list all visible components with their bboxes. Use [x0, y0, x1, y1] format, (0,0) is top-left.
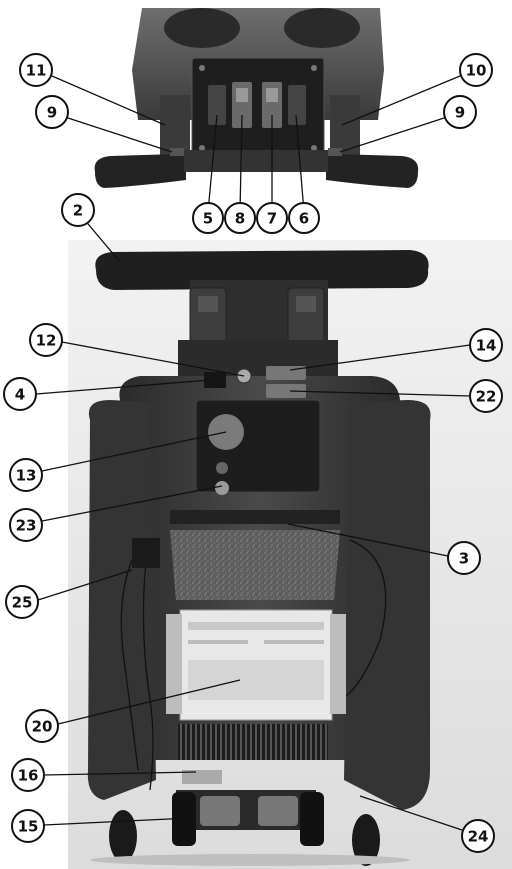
- callout-14: 14: [469, 328, 503, 362]
- callout-9-right: 9: [443, 95, 477, 129]
- svg-text:9: 9: [47, 104, 57, 122]
- callout-4: 4: [3, 377, 37, 411]
- callout-23: 23: [9, 508, 43, 542]
- rear-wheel-left: [172, 792, 196, 846]
- switch-6: [288, 85, 306, 125]
- callout-8: 8: [224, 202, 256, 234]
- svg-text:6: 6: [299, 210, 309, 228]
- svg-text:9: 9: [455, 104, 465, 122]
- outer-wheel-right: [352, 814, 380, 866]
- right-side-tank: [344, 400, 431, 810]
- cup-holder-right: [284, 8, 360, 48]
- svg-text:4: 4: [15, 386, 25, 404]
- svg-text:14: 14: [476, 337, 497, 355]
- svg-text:16: 16: [18, 767, 39, 785]
- callout-13: 13: [9, 458, 43, 492]
- left-handle-grip: [94, 154, 186, 188]
- svg-text:8: 8: [235, 210, 245, 228]
- electrical-panel: [195, 399, 321, 493]
- svg-text:3: 3: [459, 550, 469, 568]
- svg-text:2: 2: [73, 202, 83, 220]
- callout-2: 2: [61, 193, 95, 227]
- callout-3: 3: [447, 541, 481, 575]
- svg-text:5: 5: [203, 210, 213, 228]
- callout-25: 25: [5, 585, 39, 619]
- callout-24: 24: [461, 819, 495, 853]
- cup-holder-left: [164, 8, 240, 48]
- callout-6: 6: [288, 202, 320, 234]
- switch-5: [208, 85, 226, 125]
- callout-15: 15: [11, 809, 45, 843]
- rear-wheel-right: [300, 792, 324, 846]
- callout-10: 10: [459, 53, 493, 87]
- callout-9-left: 9: [35, 95, 69, 129]
- charger-heatsink: [178, 724, 328, 760]
- top-photo: [50, 5, 462, 210]
- callout-22: 22: [469, 379, 503, 413]
- right-handle-grip: [326, 154, 419, 188]
- recovery-deck: [170, 530, 340, 600]
- outer-wheel-left: [109, 810, 137, 862]
- callout-11: 11: [19, 53, 53, 87]
- svg-text:11: 11: [26, 62, 47, 80]
- svg-text:12: 12: [36, 332, 57, 350]
- svg-text:7: 7: [267, 210, 277, 228]
- upper-handle: [95, 250, 429, 290]
- bottom-photo: [68, 240, 512, 869]
- svg-text:13: 13: [16, 467, 37, 485]
- callout-12: 12: [29, 323, 63, 357]
- leader-lines: [35, 75, 471, 831]
- svg-text:23: 23: [16, 517, 37, 535]
- svg-text:22: 22: [476, 388, 497, 406]
- svg-text:24: 24: [468, 828, 489, 846]
- svg-text:10: 10: [466, 62, 487, 80]
- callout-7: 7: [256, 202, 288, 234]
- svg-text:15: 15: [18, 818, 39, 836]
- callout-16: 16: [11, 758, 45, 792]
- svg-text:20: 20: [32, 718, 53, 736]
- callout-20: 20: [25, 709, 59, 743]
- callout-5: 5: [192, 202, 224, 234]
- svg-text:25: 25: [12, 594, 33, 612]
